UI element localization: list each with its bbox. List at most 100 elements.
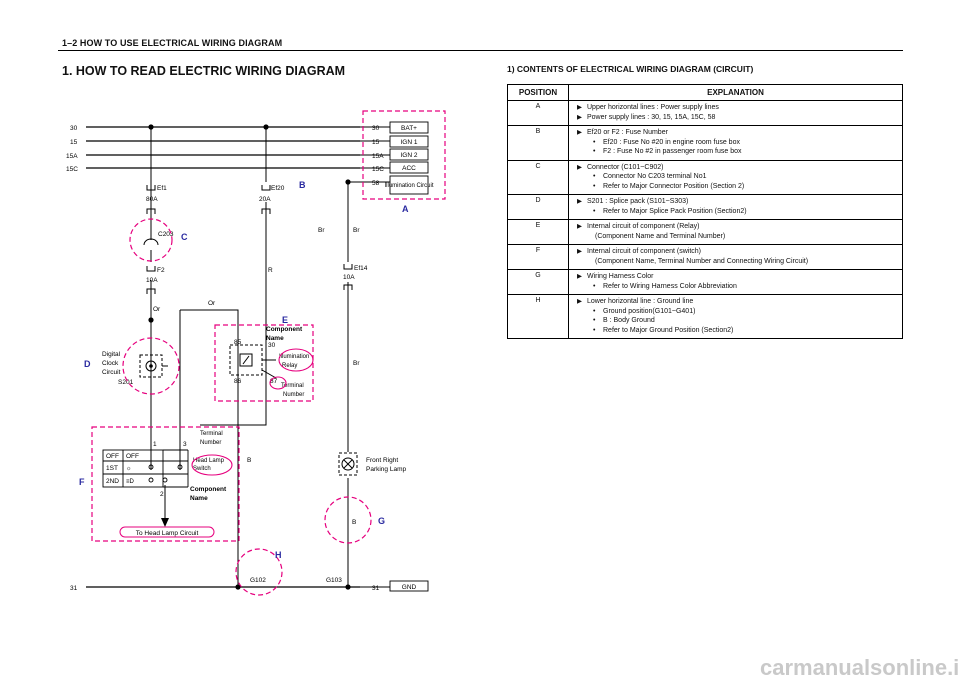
arrow-icon: ▶ — [577, 298, 582, 305]
splice-label: S201 — [118, 379, 134, 386]
explanation-cell: ▶Internal circuit of component (switch)(… — [568, 244, 903, 270]
diagram-mark — [161, 518, 169, 527]
diagram-mark — [343, 459, 353, 469]
fuse-symbol — [146, 185, 156, 191]
explanation-text: Internal circuit of component (switch) — [587, 248, 701, 255]
wire-color: Or — [153, 306, 161, 313]
diagram-mark — [261, 208, 271, 214]
gnd-label: GND — [402, 584, 417, 591]
switch-pin: 3 — [183, 441, 187, 448]
bullet-icon: • — [593, 207, 596, 215]
switch-pin: 1 — [153, 441, 157, 448]
ign2-label: IGN 2 — [401, 152, 418, 159]
diagram-mark: A B C D E F G H — [79, 180, 409, 560]
relay-pin: 86 — [234, 378, 242, 385]
diagram-mark — [148, 477, 154, 483]
callout-g: G — [378, 516, 385, 526]
page-header: 1–2 HOW TO USE ELECTRICAL WIRING DIAGRAM — [62, 38, 283, 48]
arrow-icon: ▶ — [577, 273, 582, 280]
arrow-icon: ▶ — [577, 104, 582, 111]
explanation-line: ▶Connector (C101~C902) — [577, 163, 902, 173]
position-cell: D — [507, 194, 569, 220]
explanation-line: ▶Internal circuit of component (switch) — [577, 247, 902, 257]
explanation-text: Refer to Wiring Harness Color Abbreviati… — [603, 282, 737, 290]
explanation-line: (Component Name and Terminal Number) — [577, 232, 902, 242]
diagram-mark — [129, 218, 173, 262]
switch-table — [102, 449, 189, 488]
explanation-rows: A▶Upper horizontal lines : Power supply … — [507, 100, 903, 339]
clock-label: Digital — [102, 351, 121, 358]
wire-or-b — [180, 309, 239, 587]
relay-terminal-label: Terminal — [281, 383, 304, 389]
callout-h: H — [275, 550, 282, 560]
bullet-icon: • — [593, 282, 596, 290]
arrow-icon: ▶ — [577, 163, 582, 171]
explanation-text: Ef20 : Fuse No #20 in engine room fuse b… — [603, 138, 740, 146]
fuse-name: Ef14 — [354, 265, 368, 272]
diagram-mark — [324, 496, 372, 544]
bat-label: BAT+ — [401, 125, 417, 132]
explanation-line: •Refer to Major Ground Position (Section… — [577, 326, 902, 336]
bullet-icon: • — [593, 138, 596, 146]
diagram-mark — [341, 457, 355, 471]
illumination-label: Illumination Circuit — [384, 183, 433, 189]
bullet-icon: • — [593, 148, 596, 155]
page-title: 1. HOW TO READ ELECTRIC WIRING DIAGRAM — [62, 64, 346, 78]
switch-terminal-label: Terminal — [200, 431, 223, 437]
table-row: F▶Internal circuit of component (switch)… — [507, 244, 903, 270]
explanation-line: • Refer to Wiring Harness Color Abbreviat… — [577, 282, 902, 292]
explanation-text: Refer to Major Splice Pack Position (Sec… — [603, 207, 747, 215]
lamp-label: Parking Lamp — [366, 466, 406, 473]
callout-b: B — [299, 180, 306, 190]
diagram-mark — [261, 369, 277, 379]
supply-label: 15A — [372, 153, 384, 160]
clock-label: Clock — [102, 360, 119, 367]
relay-pin: 87 — [270, 378, 278, 385]
explanation-line: ▶Power supply lines : 30, 15, 15A, 15C, … — [577, 113, 902, 123]
explanation-cell: ▶ Internal circuit of component (Relay) (C… — [568, 219, 903, 245]
fuse-name: Ef20 — [271, 185, 285, 192]
acc-label: ACC — [402, 165, 416, 172]
connector-label: C203 — [158, 231, 174, 238]
explanation-line: • Refer to Major Splice Pack Position (Se… — [577, 207, 902, 217]
diagram-mark — [191, 348, 314, 476]
callout-d: D — [84, 359, 91, 369]
diagram-mark — [91, 426, 240, 542]
relay-component-label: Name — [266, 335, 284, 342]
explanation-line: •Ground position(G101~G401) — [577, 307, 902, 317]
wire-r — [200, 202, 267, 426]
explanation-line: ▶ Internal circuit of component (Relay) — [577, 222, 902, 232]
switch-row: OFF — [106, 453, 119, 460]
explanation-text: B : Body Ground — [603, 317, 655, 324]
wire-color: B — [352, 519, 356, 526]
col-explanation: EXPLANATION — [568, 84, 903, 101]
supply-label: 15 — [372, 139, 380, 146]
switch-pin: 2 — [160, 491, 164, 498]
fuse-rating: 20A — [259, 196, 271, 203]
arrow-icon: ▶ — [577, 223, 582, 230]
explanation-cell: ▶Wiring Harness Color• Refer to Wiring Ha… — [568, 269, 903, 295]
table-row: E▶Internal circuit of component (Relay)(… — [507, 219, 903, 245]
wire-color: Or — [208, 300, 216, 307]
col-position: POSITION — [507, 84, 569, 101]
wire-color: B — [247, 457, 251, 464]
explanation-cell: ▶Connector (C101~C902)•Connector No C203… — [568, 160, 903, 195]
relay-pin: 30 — [268, 342, 276, 349]
explanation-text: F2 : Fuse No #2 in passenger room fuse b… — [603, 148, 742, 155]
callout-e: E — [282, 315, 288, 325]
fuse-symbol — [146, 266, 156, 272]
explanation-text: Internal circuit of component (Relay) — [587, 223, 700, 230]
explanation-text: Refer to Major Connector Position (Secti… — [603, 182, 745, 190]
wire-color: Br — [353, 227, 360, 234]
bullet-icon: • — [593, 317, 596, 324]
switch-terminal-label: Number — [200, 440, 221, 446]
explanation-line: • Ef20 : Fuse No #20 in engine room fuse … — [577, 138, 902, 148]
explanation-line: ▶Wiring Harness Color — [577, 272, 902, 282]
watermark: carmanualsonline.info — [760, 655, 960, 680]
position-cell: C — [507, 160, 569, 195]
explanation-table: POSITION EXPLANATION A▶Upper horizontal … — [507, 84, 903, 339]
diagram-mark — [214, 324, 314, 402]
wire-color: R — [268, 267, 273, 274]
diagram-mark: 30 15 15A 15C 58 31 — [372, 125, 384, 592]
